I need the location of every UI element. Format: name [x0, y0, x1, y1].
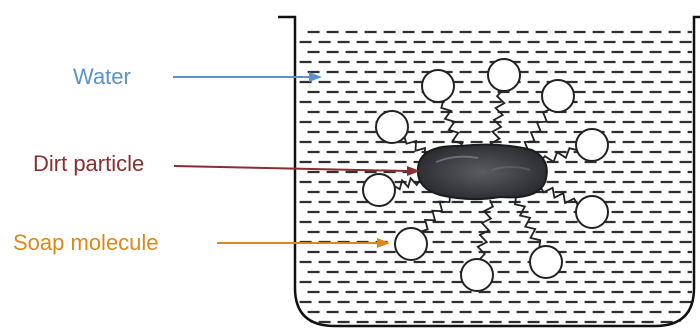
soap-tail — [513, 196, 542, 248]
soap-tail — [394, 176, 421, 191]
soap-head — [541, 79, 575, 113]
soap-molecule-heads — [362, 58, 609, 292]
label-water: Water — [73, 64, 131, 89]
soap-head — [487, 58, 521, 92]
arrow-water-head — [309, 72, 322, 82]
arrow-dirt-line — [173, 165, 409, 172]
soap-tail — [489, 90, 506, 151]
arrow-dirt-head — [407, 166, 420, 176]
soap-tail — [539, 147, 578, 164]
soap-head — [394, 227, 428, 261]
soap-head — [529, 245, 563, 279]
label-soap-group: Soap molecule — [13, 230, 390, 255]
soap-tail — [539, 185, 579, 206]
soap-head — [362, 173, 396, 207]
label-water-group: Water — [73, 64, 322, 89]
dirt-particle — [416, 143, 548, 201]
arrow-soap-head — [377, 238, 390, 248]
label-soap-molecule: Soap molecule — [13, 230, 159, 255]
soap-head — [575, 195, 609, 229]
label-dirt-group: Dirt particle — [33, 151, 420, 176]
soap-head — [575, 128, 609, 162]
soap-molecule-tails — [394, 90, 579, 260]
soap-head — [375, 110, 409, 144]
beaker-outline — [278, 15, 700, 328]
soap-tail — [420, 194, 451, 233]
soap-head — [421, 69, 455, 103]
soap-tail — [521, 108, 550, 155]
soap-tail — [476, 199, 495, 260]
soap-head — [460, 258, 494, 292]
label-dirt-particle: Dirt particle — [33, 151, 144, 176]
